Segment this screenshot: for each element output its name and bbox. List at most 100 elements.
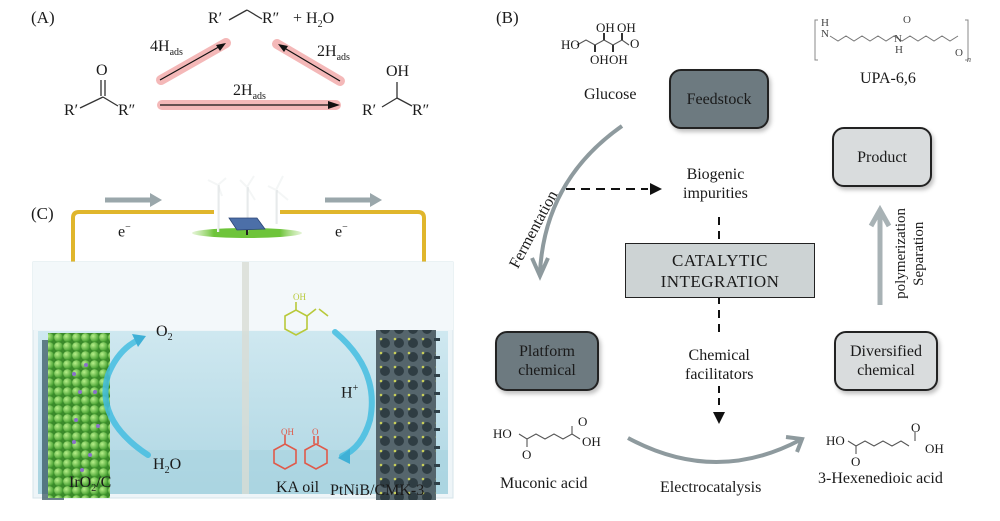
- e-left-sup: −: [125, 222, 131, 233]
- arrowhead-4h: [216, 43, 226, 51]
- arrowhead-2h: [278, 44, 288, 52]
- dashed-arrowhead-facilitators: [713, 412, 725, 424]
- h-plus-main: H: [341, 384, 353, 402]
- arrowhead-bottom: [328, 101, 340, 109]
- electron-label-left: e−: [118, 222, 131, 241]
- upa-o-1: O: [903, 14, 911, 26]
- glucose-ho: HO: [561, 37, 580, 52]
- upa-n-subscript: n: [967, 55, 971, 64]
- label-2h-bottom-sub: ads: [252, 91, 266, 103]
- hydrogenation-arrow: [332, 329, 375, 459]
- h2o-h: H: [153, 456, 165, 473]
- h2o-o: O: [169, 456, 182, 473]
- glucose-oh-1: OH: [596, 20, 615, 35]
- glucose-chain: [576, 39, 630, 46]
- upa-n-2: N: [894, 33, 902, 45]
- feedstock-box: Feedstock: [669, 69, 769, 129]
- upa-h-1: H: [821, 17, 829, 29]
- ketone-r1: R′: [64, 102, 79, 119]
- label-4h-main: 4H: [150, 38, 170, 55]
- muconic-o-1: O: [522, 447, 532, 462]
- o2-main: O: [156, 323, 168, 340]
- panel-c-label: (C): [31, 204, 54, 223]
- alkane-r1: R′: [208, 10, 223, 27]
- muconic-chain: [518, 433, 581, 440]
- water-subscript: 2: [317, 19, 323, 31]
- water-o: O: [322, 10, 335, 27]
- h-plus-label: H+: [341, 383, 358, 402]
- separation-line-2: polymerization: [893, 208, 909, 299]
- anode-sub: 2: [91, 483, 97, 495]
- upa-name: UPA-6,6: [860, 70, 916, 87]
- ketone-bond-left: [79, 96, 104, 109]
- electrolysis-cell-illustration: [32, 175, 454, 500]
- glucose-oh-2: OH: [617, 20, 636, 35]
- alkane-r2: R″: [262, 10, 280, 27]
- alcohol-r1: R′: [362, 102, 377, 119]
- water-plus-h: + H: [293, 10, 318, 27]
- hexenedioic-name: 3-Hexenedioic acid: [818, 470, 943, 487]
- electrocatalysis-arrowhead: [785, 435, 805, 453]
- upa-o-2: O: [955, 47, 963, 59]
- o2-label: O2: [156, 323, 173, 343]
- external-wire: [71, 210, 426, 318]
- alcohol-bond-left: [381, 97, 398, 108]
- glucose-o: O: [630, 36, 640, 51]
- cathode-electrode: [376, 330, 436, 500]
- diversified-line-1: Diversified: [850, 343, 922, 360]
- electrocatalysis-arrow: [627, 436, 801, 464]
- panel-b-label: (B): [496, 8, 519, 27]
- platform-line-2: chemical: [518, 362, 576, 379]
- anode-ir: IrO: [69, 474, 92, 491]
- catalytic-line-1: CATALYTIC: [672, 250, 768, 270]
- upa-bracket-left: [814, 19, 818, 61]
- solar-panel: [228, 217, 266, 231]
- hexenedioic-oh: OH: [925, 441, 944, 456]
- product-box: Product: [832, 127, 932, 187]
- glucose-name: Glucose: [584, 86, 637, 103]
- hexenedioic-o-2: O: [911, 420, 921, 435]
- facilitators-line-2: facilitators: [685, 366, 754, 383]
- alkane-bond-left: [228, 9, 248, 21]
- biogenic-line-1: Biogenic: [686, 166, 745, 183]
- separation-line-1: Separation: [911, 221, 927, 286]
- h2o-label: H2O: [153, 456, 181, 476]
- electron-flow-arrowhead-left: [150, 193, 162, 207]
- ka-oil-label: KA oil: [276, 479, 320, 496]
- e-right: e: [335, 223, 343, 241]
- hexenedioic-o-1: O: [851, 454, 861, 469]
- e-right-sup: −: [342, 222, 348, 233]
- cyclohexanone-molecule: [304, 436, 328, 470]
- product-label: Product: [857, 148, 907, 166]
- fermentation-arrow: [538, 124, 624, 273]
- anode-dopant-dots: [72, 363, 100, 472]
- biogenic-line-2: impurities: [683, 185, 748, 202]
- fermentation-arrowhead: [530, 257, 550, 281]
- anode-rest: /C: [96, 474, 112, 491]
- biogenic-impurities-label: Biogenic impurities: [683, 165, 748, 203]
- diversified-chemical-box: Diversified chemical: [834, 331, 938, 391]
- membrane: [242, 262, 249, 494]
- oxygen-evolution-arrowhead: [132, 334, 146, 347]
- label-2h-ads-right: 2Hads: [317, 43, 350, 63]
- oxygen-evolution-arrow: [102, 337, 151, 458]
- h-plus-sup: +: [352, 383, 359, 394]
- label-2h-right-sub: ads: [336, 52, 350, 64]
- alkane-water: + H2O: [293, 10, 334, 30]
- panel-a-label: (A): [31, 8, 55, 27]
- dashed-arrowhead-biogenic: [650, 183, 662, 195]
- label-2h-ads-bottom: 2Hads: [233, 82, 266, 102]
- alcohol-r2: R″: [412, 102, 430, 119]
- electrocatalysis-label: Electrocatalysis: [660, 479, 762, 496]
- electron-flow-arrowhead-right: [370, 193, 382, 207]
- label-4h-ads: 4Hads: [150, 38, 183, 58]
- ketone-bond-right: [102, 96, 119, 107]
- alkane-bond-right: [246, 9, 263, 20]
- catalytic-line-2: INTEGRATION: [660, 271, 780, 291]
- ketone-o: O: [96, 62, 108, 79]
- facilitators-line-1: Chemical: [688, 347, 750, 364]
- chemical-facilitators-label: Chemical facilitators: [685, 346, 753, 384]
- diversified-line-2: chemical: [857, 362, 915, 379]
